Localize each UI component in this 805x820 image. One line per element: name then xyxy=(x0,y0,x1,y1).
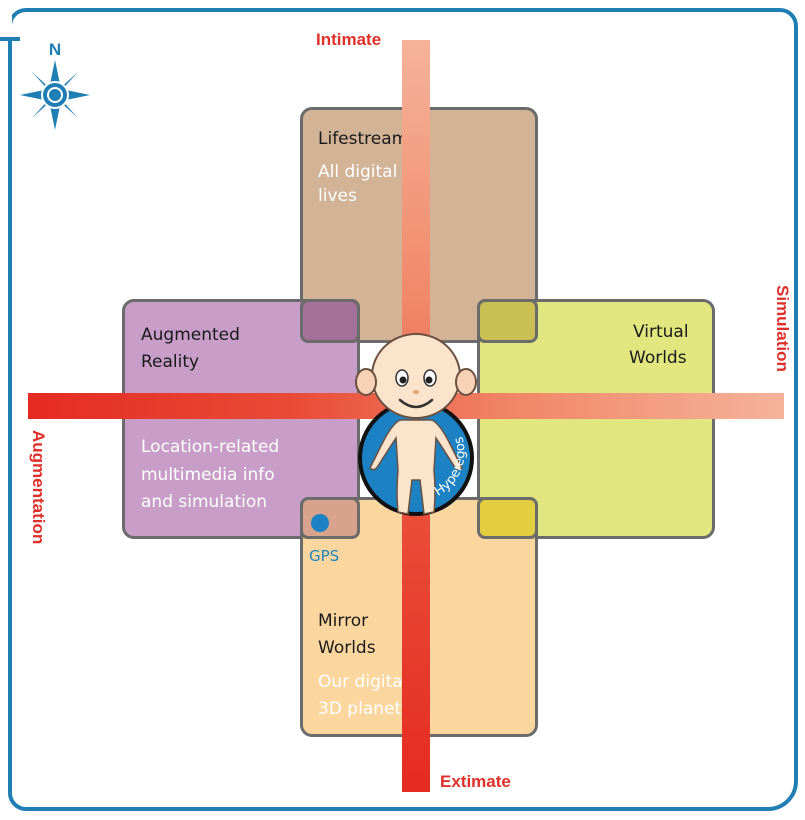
compass-north-label: N xyxy=(48,40,62,59)
axis-label-extimate: Extimate xyxy=(440,772,511,791)
overlap-lifestreams-augmented xyxy=(300,299,360,343)
avatar-figure-icon: Hyperegos xyxy=(348,320,484,520)
overlap-lifestreams-virtual xyxy=(477,299,538,343)
diagram-frame xyxy=(8,8,798,811)
lifestreams-subtitle-line-2: lives xyxy=(318,186,357,206)
compass-rose-icon xyxy=(20,60,90,130)
virtual-worlds-title-line-1: Virtual xyxy=(633,322,689,342)
augmented-reality-subtitle-line-3: and simulation xyxy=(141,492,268,512)
overlap-augmented-mirror xyxy=(300,497,360,539)
augmented-reality-title-line-1: Augmented xyxy=(141,325,240,345)
frame-notch-line xyxy=(0,37,20,41)
overlap-virtual-mirror xyxy=(477,497,538,539)
axis-label-intimate: Intimate xyxy=(316,30,382,49)
augmented-reality-subtitle-line-1: Location-related xyxy=(141,437,280,457)
axis-label-augmentation: Augmentation xyxy=(29,430,48,545)
virtual-worlds-title-line-2: Worlds xyxy=(629,348,687,368)
compass: N xyxy=(20,40,90,130)
augmented-reality-title-line-2: Reality xyxy=(141,352,200,372)
mirror-worlds-subtitle-line-2: 3D planet xyxy=(318,699,402,719)
frame-notch xyxy=(0,0,12,40)
gps-label: GPS xyxy=(309,547,340,565)
gps-marker-icon xyxy=(311,514,329,532)
lifestreams-subtitle-line-1: All digital xyxy=(318,162,398,182)
mirror-worlds-title-line-2: Worlds xyxy=(318,638,376,658)
augmented-reality-subtitle-line-2: multimedia info xyxy=(141,465,275,485)
axis-label-simulation: Simulation xyxy=(773,285,792,372)
lifestreams-title: Lifestreams xyxy=(318,129,418,149)
mirror-worlds-title-line-1: Mirror xyxy=(318,611,369,631)
mirror-worlds-subtitle-line-1: Our digital xyxy=(318,672,408,692)
